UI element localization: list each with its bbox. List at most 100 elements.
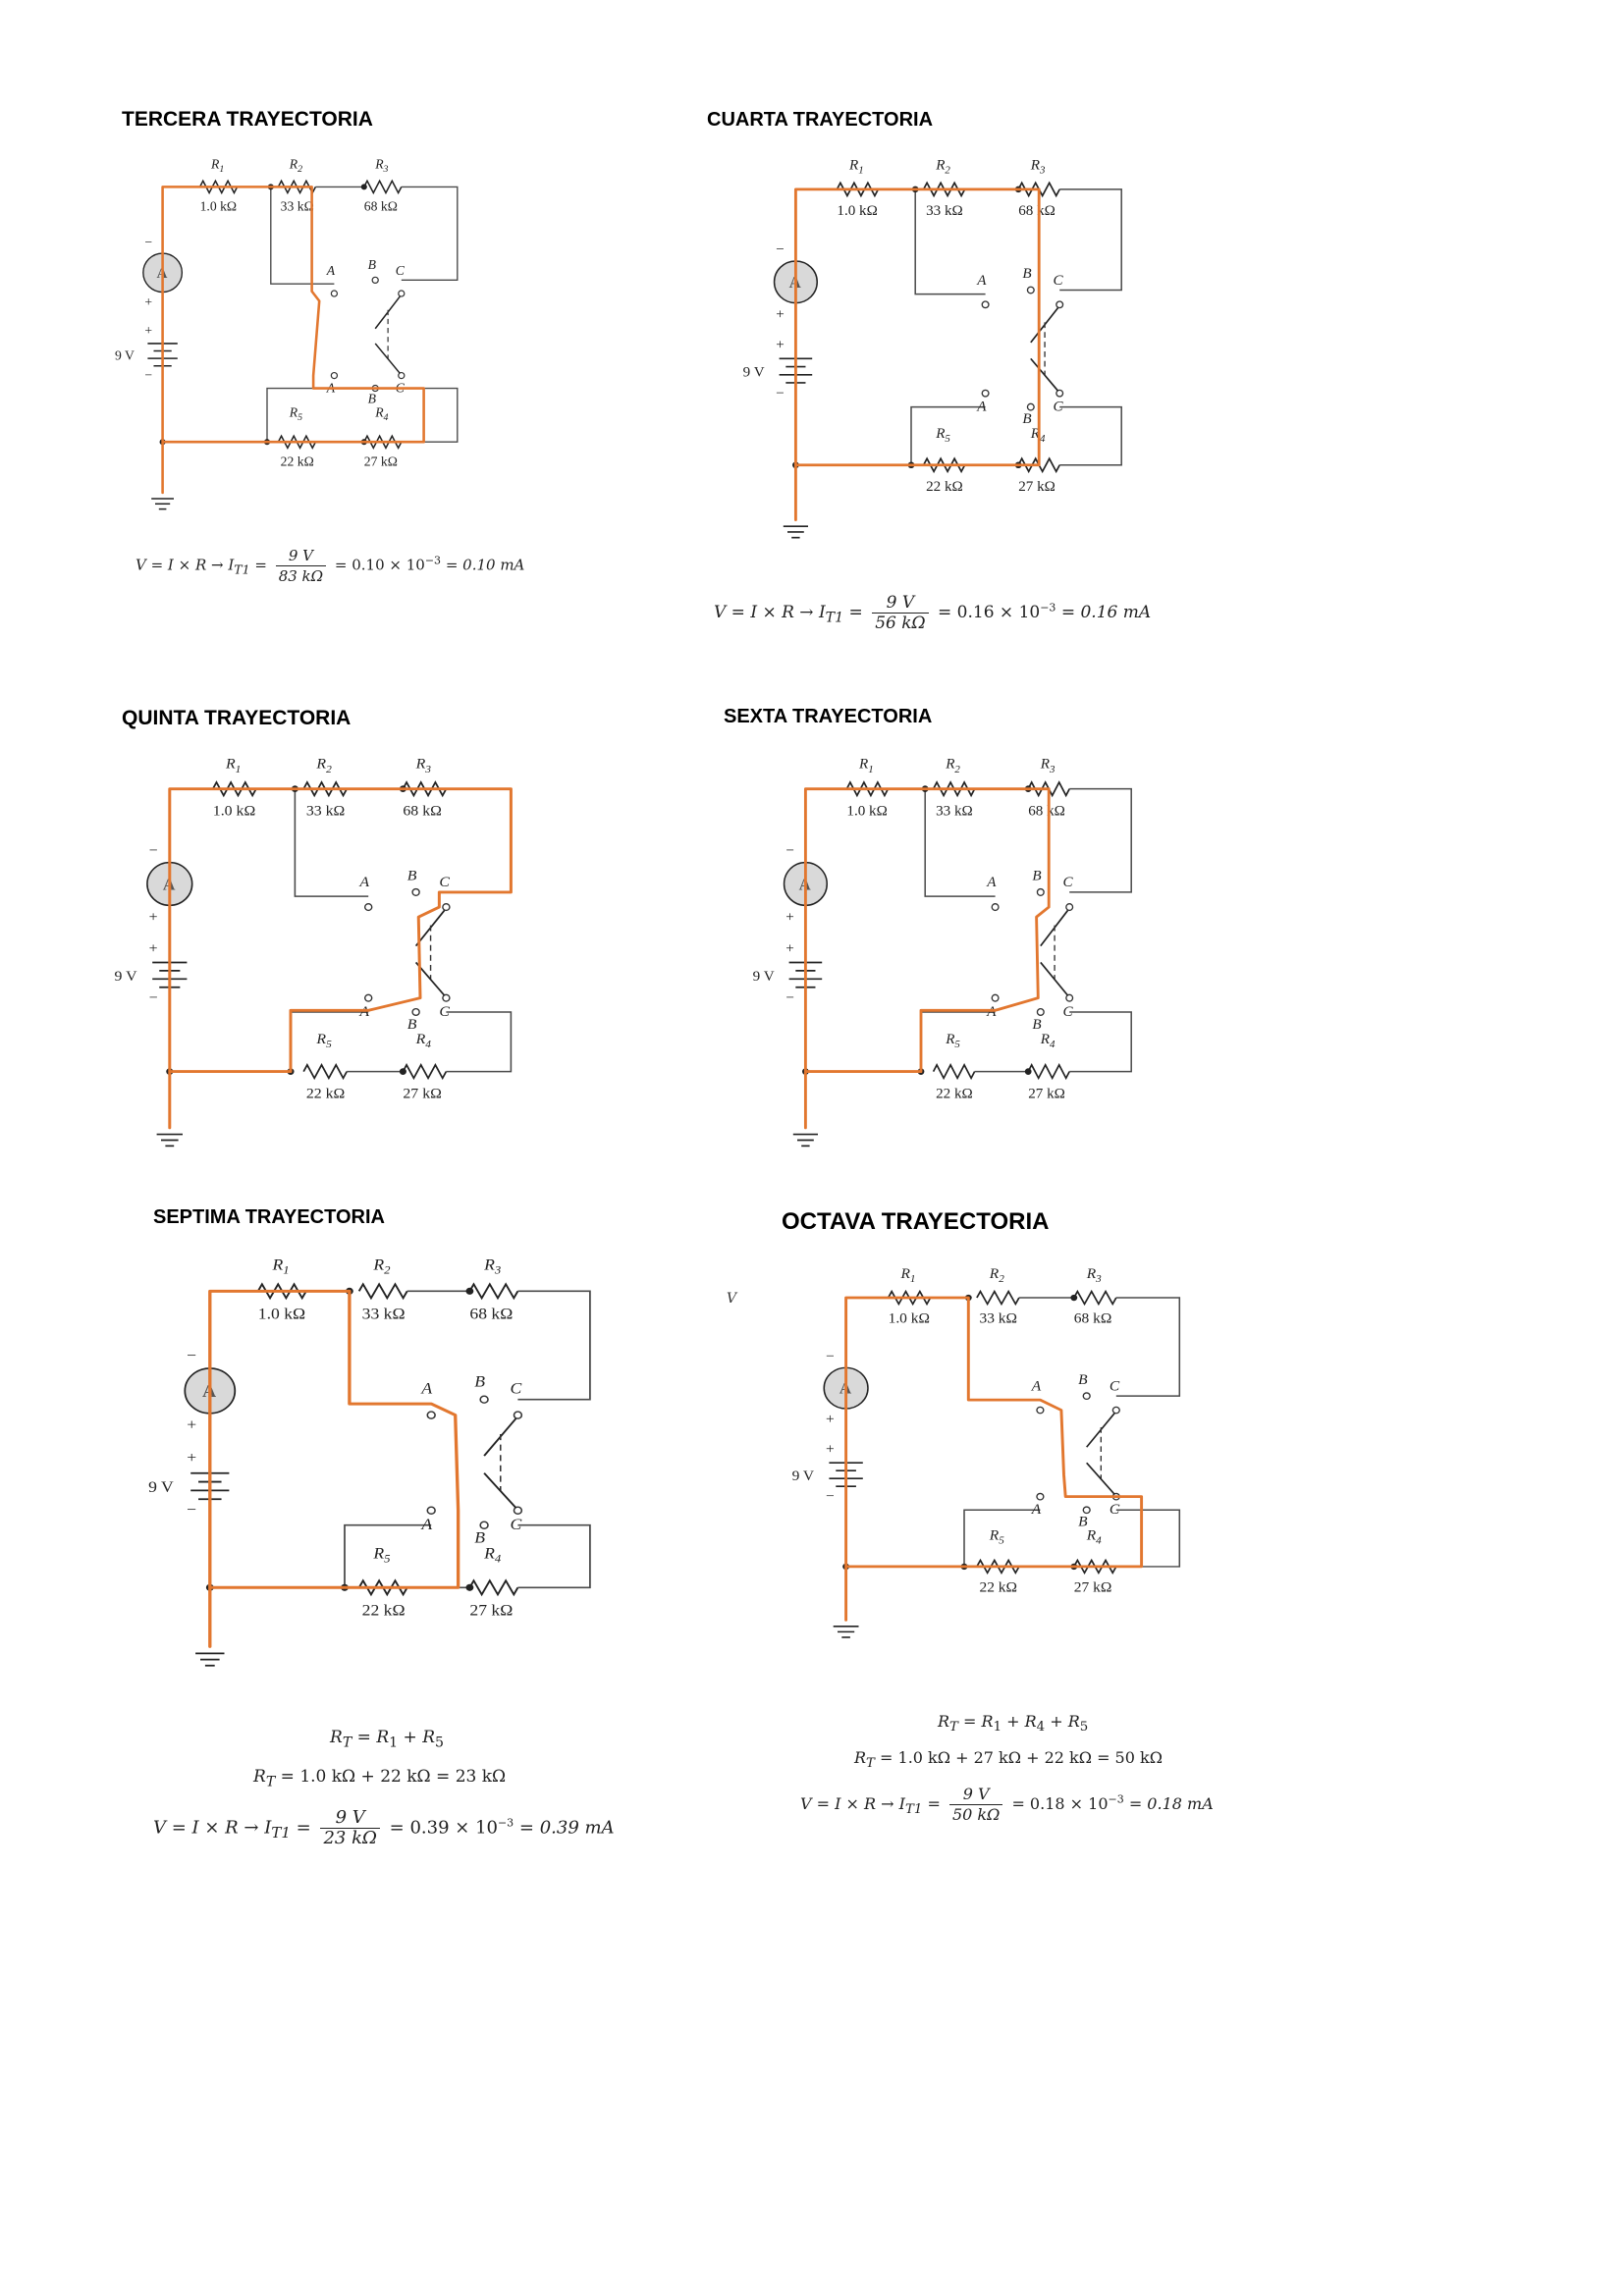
battery-label: 9 V — [743, 365, 765, 381]
section-title-cuarta: CUARTA TRAYECTORIA — [707, 109, 934, 131]
battery-plus: + — [144, 323, 152, 338]
wire-r2-branch — [914, 188, 986, 295]
rt-value: = 1.0 kΩ + 22 kΩ = 23 kΩ — [275, 1767, 507, 1787]
label-r5: R5 — [372, 1544, 390, 1565]
ammeter-minus: − — [785, 843, 794, 859]
wire-r5-branch — [266, 387, 335, 443]
terminal-a-top — [1036, 1406, 1045, 1415]
rt-r: R — [854, 1748, 867, 1767]
node-dot — [399, 1068, 406, 1075]
terminal-a-top — [981, 300, 990, 309]
label-node-a: A — [358, 1003, 369, 1020]
rt-formula-septima: RT = R1 + R5 — [330, 1728, 444, 1750]
rt-sub-c: 5 — [435, 1735, 445, 1751]
terminal-c-top — [1056, 300, 1064, 309]
wire-r3-loop — [401, 186, 459, 282]
wire-r4-loop — [1059, 405, 1122, 466]
label-r4-value: 27 kΩ — [1018, 479, 1056, 495]
rt-part-b: = R — [352, 1728, 390, 1747]
terminal-c-bottom — [1056, 389, 1064, 398]
section-title-quinta: QUINTA TRAYECTORIA — [122, 707, 352, 729]
battery-plus: + — [149, 940, 158, 957]
rt-r: R — [938, 1712, 950, 1731]
label-r2: R2 — [935, 157, 950, 176]
label-r1: R1 — [899, 1266, 915, 1284]
label-r2-value: 33 kΩ — [979, 1311, 1017, 1326]
label-r5-value: 22 kΩ — [979, 1580, 1017, 1595]
terminal-c-bottom — [398, 371, 406, 380]
eq-exp: −3 — [1108, 1792, 1124, 1806]
label-r5-value: 22 kΩ — [362, 1601, 406, 1619]
label-r5-value: 22 kΩ — [306, 1086, 346, 1102]
highlight-path-quinta — [168, 787, 513, 1130]
eq-sub: T1 — [234, 561, 250, 577]
terminal-a-top — [363, 903, 373, 912]
battery-minus: − — [776, 386, 785, 401]
highlight-path-tercera — [161, 186, 425, 495]
label-r1-value: 1.0 kΩ — [200, 199, 237, 214]
node-dot — [1024, 1068, 1032, 1075]
label-node-b: B — [368, 257, 377, 272]
label-r1-value: 1.0 kΩ — [889, 1311, 930, 1326]
eq-lhs: V = I × R → I — [135, 556, 235, 574]
battery-minus: − — [785, 990, 794, 1006]
terminal-a-bottom — [426, 1506, 436, 1515]
label-node-c: C — [1062, 875, 1073, 890]
terminal-a-top — [991, 903, 1000, 912]
label-r2-value: 33 kΩ — [281, 199, 314, 214]
label-node-c: C — [1110, 1379, 1120, 1394]
eq-rhs: = 0.16 × 10 — [938, 603, 1041, 622]
terminal-b-top — [371, 276, 379, 285]
highlight-path-septima — [208, 1289, 460, 1648]
wire-r4-loop — [1069, 1011, 1132, 1073]
label-r3-value: 68 kΩ — [1074, 1311, 1112, 1326]
terminal-b-bottom — [479, 1521, 489, 1529]
label-r1-value: 1.0 kΩ — [837, 203, 877, 219]
battery-minus: − — [826, 1489, 835, 1504]
label-r3: R3 — [415, 756, 432, 775]
wire-r4-loop — [517, 1523, 591, 1589]
node-dot — [465, 1583, 474, 1591]
terminal-b-bottom — [1026, 402, 1035, 411]
node-dot — [465, 1287, 474, 1295]
ammeter-minus: − — [187, 1347, 196, 1364]
label-node-a: A — [358, 874, 369, 890]
eq-exp: −3 — [424, 554, 442, 567]
battery-label: 9 V — [148, 1478, 174, 1496]
rt-value: = 1.0 kΩ + 27 kΩ + 22 kΩ = 50 kΩ — [874, 1748, 1163, 1767]
wire-r3-loop — [517, 1290, 591, 1401]
eq-lhs: V = I × R → I — [714, 603, 826, 622]
label-r1-value: 1.0 kΩ — [213, 803, 255, 820]
label-r5-value: 22 kΩ — [936, 1087, 973, 1102]
terminal-c-top — [398, 290, 406, 297]
label-node-a: A — [420, 1516, 433, 1533]
label-node-c: C — [439, 1003, 450, 1020]
battery-plus: + — [826, 1442, 835, 1457]
label-r5: R5 — [289, 404, 302, 423]
terminal-b-bottom — [1082, 1506, 1091, 1515]
label-r2: R2 — [945, 757, 960, 775]
label-r3: R3 — [1086, 1266, 1103, 1284]
battery-label: 9 V — [114, 968, 137, 985]
rt-part-c: + R — [1001, 1712, 1037, 1731]
wire-r3-loop — [1115, 1297, 1181, 1397]
battery-plus: + — [187, 1449, 196, 1467]
label-node-a: A — [976, 273, 987, 289]
highlight-path-octava — [844, 1296, 1144, 1622]
node-dot — [360, 184, 367, 190]
label-node-a: A — [986, 875, 997, 890]
label-r5: R5 — [989, 1528, 1005, 1546]
label-node-c: C — [1053, 400, 1063, 415]
battery-minus: − — [149, 989, 158, 1006]
rt-value-octava: RT = 1.0 kΩ + 27 kΩ + 22 kΩ = 50 kΩ — [854, 1748, 1163, 1771]
stray-mark: V — [727, 1291, 737, 1307]
rt-part-d: + R — [1045, 1712, 1080, 1731]
terminal-a-bottom — [991, 993, 1000, 1002]
